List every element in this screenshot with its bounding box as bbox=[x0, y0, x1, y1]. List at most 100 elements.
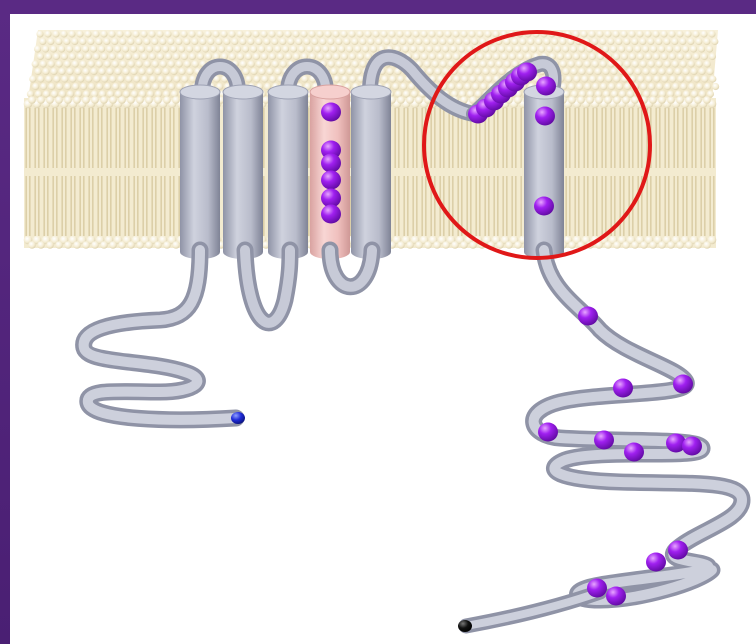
lipid-head bbox=[471, 38, 478, 45]
lipid-head bbox=[50, 68, 57, 75]
lipid-head bbox=[466, 68, 473, 75]
lipid-head bbox=[688, 83, 695, 90]
lipid-head bbox=[95, 38, 102, 45]
lipid-head bbox=[407, 38, 414, 45]
lipid-head bbox=[114, 45, 121, 52]
lipid-head bbox=[578, 45, 585, 52]
lipid-head bbox=[698, 45, 705, 52]
lipid-head bbox=[527, 38, 534, 45]
lipid-head bbox=[349, 75, 356, 82]
lipid-head bbox=[562, 45, 569, 52]
lipid-head bbox=[434, 45, 441, 52]
lipid-head bbox=[109, 241, 117, 249]
lipid-head bbox=[696, 60, 703, 67]
lipid-head bbox=[108, 30, 115, 37]
lipid-head bbox=[584, 60, 591, 67]
helix-1 bbox=[180, 85, 220, 259]
lipid-head bbox=[578, 68, 585, 75]
lipid-head bbox=[48, 60, 55, 67]
lipid-head bbox=[505, 241, 513, 249]
lipid-head bbox=[42, 68, 49, 75]
lipid-head bbox=[669, 75, 676, 82]
lipid-head bbox=[469, 75, 476, 82]
lipid-head bbox=[51, 90, 58, 97]
lipid-head bbox=[80, 83, 87, 90]
lipid-head bbox=[412, 30, 419, 37]
lipid-head bbox=[693, 75, 700, 82]
residue-sphere bbox=[321, 103, 341, 122]
lipid-head bbox=[709, 53, 716, 60]
lipid-head bbox=[696, 83, 703, 90]
helix-2 bbox=[223, 85, 263, 259]
lipid-head bbox=[649, 241, 657, 249]
lipid-head bbox=[652, 30, 659, 37]
lipid-head bbox=[453, 53, 460, 60]
lipid-head bbox=[568, 83, 575, 90]
lipid-head bbox=[141, 53, 148, 60]
lipid-head bbox=[173, 75, 180, 82]
lipid-head bbox=[480, 83, 487, 90]
lipid-head bbox=[712, 83, 719, 90]
lipid-head bbox=[333, 53, 340, 60]
lipid-head bbox=[77, 75, 84, 82]
lipid-head bbox=[306, 45, 313, 52]
lipid-head bbox=[608, 83, 615, 90]
lipid-head bbox=[37, 53, 44, 60]
lipid-head bbox=[118, 241, 126, 249]
lipid-head bbox=[586, 68, 593, 75]
lipid-head bbox=[322, 45, 329, 52]
lipid-head bbox=[120, 83, 127, 90]
lipid-head bbox=[168, 83, 175, 90]
lipid-head bbox=[36, 30, 43, 37]
lipid-head bbox=[613, 96, 621, 104]
lipid-head bbox=[573, 75, 580, 82]
lipid-head bbox=[186, 45, 193, 52]
lipid-head bbox=[55, 96, 63, 104]
lipid-head bbox=[461, 75, 468, 82]
lipid-head bbox=[330, 45, 337, 52]
residue-sphere bbox=[682, 437, 702, 456]
lipid-head bbox=[68, 30, 75, 37]
lipid-head bbox=[591, 38, 598, 45]
lipid-head bbox=[327, 38, 334, 45]
lipid-head bbox=[485, 53, 492, 60]
lipid-head bbox=[88, 83, 95, 90]
lipid-head bbox=[622, 96, 630, 104]
lipid-head bbox=[180, 30, 187, 37]
lipid-head bbox=[317, 53, 324, 60]
lipid-head bbox=[607, 38, 614, 45]
lipid-head bbox=[668, 30, 675, 37]
lipid-head bbox=[362, 45, 369, 52]
lipid-head bbox=[143, 38, 150, 45]
lipid-head bbox=[72, 83, 79, 90]
membrane-protein-diagram bbox=[10, 14, 756, 644]
lipid-head bbox=[648, 60, 655, 67]
lipid-head bbox=[463, 38, 470, 45]
lipid-head bbox=[220, 30, 227, 37]
lipid-head bbox=[109, 96, 117, 104]
lipid-head bbox=[658, 68, 665, 75]
lipid-head bbox=[671, 38, 678, 45]
lipid-head bbox=[594, 68, 601, 75]
lipid-head bbox=[53, 75, 60, 82]
lipid-head bbox=[351, 38, 358, 45]
lipid-head bbox=[218, 45, 225, 52]
lipid-head bbox=[133, 75, 140, 82]
lipid-head bbox=[658, 96, 666, 104]
lipid-head bbox=[663, 38, 670, 45]
lipid-head bbox=[677, 53, 684, 60]
lipid-head bbox=[570, 68, 577, 75]
lipid-head bbox=[640, 241, 648, 249]
residue-sphere bbox=[321, 154, 341, 173]
lipid-head bbox=[151, 38, 158, 45]
lipid-head bbox=[546, 45, 553, 52]
lipid-head bbox=[330, 68, 337, 75]
lipid-head bbox=[111, 38, 118, 45]
lipid-head bbox=[98, 68, 105, 75]
lipid-head bbox=[627, 90, 634, 97]
lipid-head bbox=[159, 38, 166, 45]
lipid-head bbox=[63, 38, 70, 45]
lipid-head bbox=[522, 45, 529, 52]
lipid-head bbox=[424, 60, 431, 67]
lipid-head bbox=[252, 30, 259, 37]
